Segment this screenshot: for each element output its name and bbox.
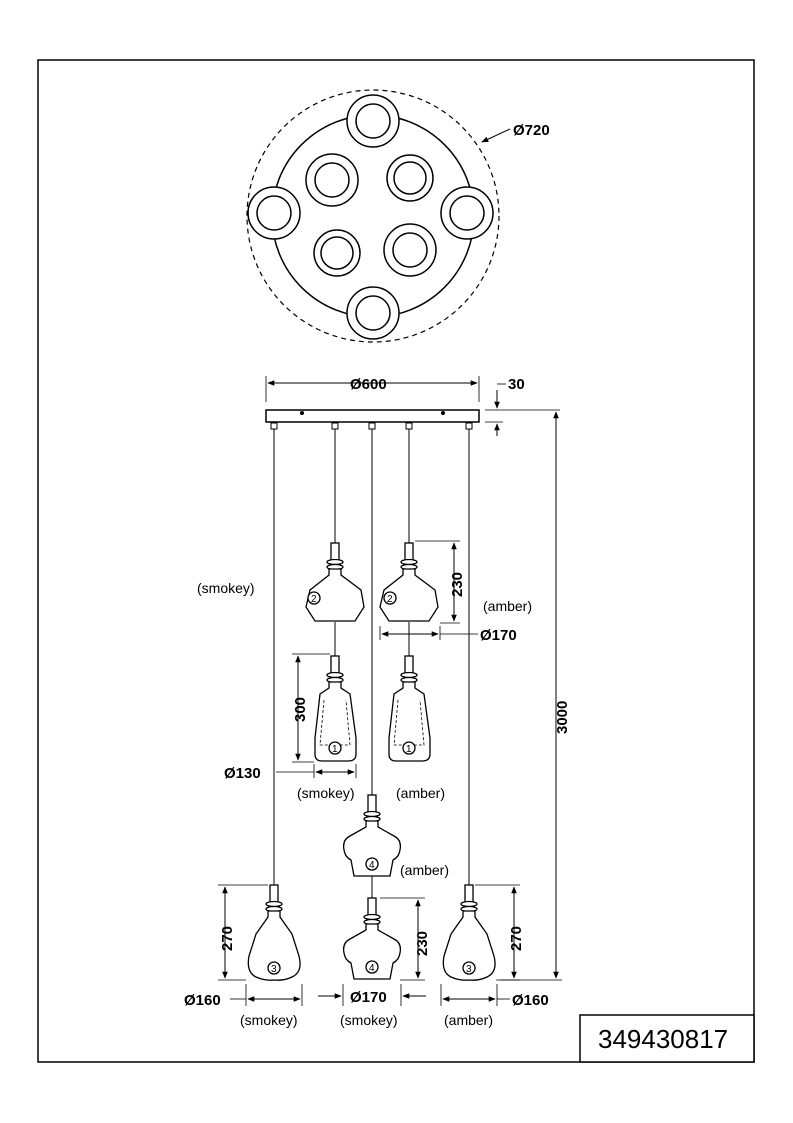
shade1-diameter-label: Ø130 (224, 765, 261, 782)
shade2-height-label: 230 (449, 572, 466, 597)
bottom-center-dims (318, 897, 426, 1006)
pendant-4-bottom-number: 4 (369, 963, 375, 974)
pendant-3-right (442, 884, 496, 981)
pendant-1-left-number: 1 (332, 744, 338, 755)
bottom-left-smokey-label: (smokey) (240, 1012, 298, 1028)
shade1-smokey-label: (smokey) (297, 785, 355, 801)
bottom-left-height-label: 270 (219, 926, 236, 951)
bottom-center-smokey-label: (smokey) (340, 1012, 398, 1028)
bottom-right-dims (440, 884, 520, 1006)
bottom-left-dims (218, 884, 303, 1006)
suspension-cables (273, 422, 470, 898)
bottom-right-amber-label: (amber) (444, 1012, 493, 1028)
pendant-1-right-number: 1 (406, 744, 412, 755)
bottom-right-diameter-label: Ø160 (512, 992, 549, 1009)
pendant-3-left-number: 3 (271, 964, 277, 975)
pendant-1-left (314, 655, 357, 762)
top-view (246, 89, 511, 343)
bottom-left-diameter-label: Ø160 (184, 992, 221, 1009)
canopy-height-label: 30 (508, 376, 525, 393)
bottom-right-height-label: 270 (508, 926, 525, 951)
pendant-4-bottom (342, 897, 402, 980)
shade2-diameter-label: Ø170 (480, 627, 517, 644)
shade2-amber-label: (amber) (483, 598, 532, 614)
article-number: 349430817 (598, 1024, 728, 1054)
shade2-smokey-label: (smokey) (197, 580, 255, 596)
pendant-3-right-number: 3 (466, 964, 472, 975)
overall-height-label: 3000 (554, 701, 571, 734)
pendant-4-middle-number: 4 (369, 860, 375, 871)
article-number-box (579, 1014, 755, 1063)
canopy-width-label: Ø600 (350, 376, 387, 393)
shade4-middle-amber-label: (amber) (400, 862, 449, 878)
canopy-plate (265, 409, 480, 423)
drawing-frame (37, 59, 755, 1063)
pendant-2-right-number: 2 (387, 594, 393, 605)
top-view-diameter-label: Ø720 (513, 122, 550, 139)
bottom-center-height-label: 230 (414, 931, 431, 956)
shade1-dims (276, 653, 357, 778)
pendant-2-right (379, 542, 439, 622)
pendant-4-middle (342, 794, 402, 877)
socket-rings (247, 94, 494, 340)
shade1-height-label: 300 (292, 697, 309, 722)
pendant-2-left (305, 542, 365, 622)
cable-hooks (270, 422, 473, 430)
pendant-2-left-number: 2 (311, 594, 317, 605)
bottom-center-diameter-label: Ø170 (350, 989, 387, 1006)
shade1-amber-label: (amber) (396, 785, 445, 801)
pendant-3-left (247, 884, 301, 981)
shade2-dims (379, 540, 478, 640)
pendant-1-right (388, 655, 431, 762)
canopy-outer-dashed-circle (246, 89, 500, 343)
diameter-leader (481, 128, 511, 143)
